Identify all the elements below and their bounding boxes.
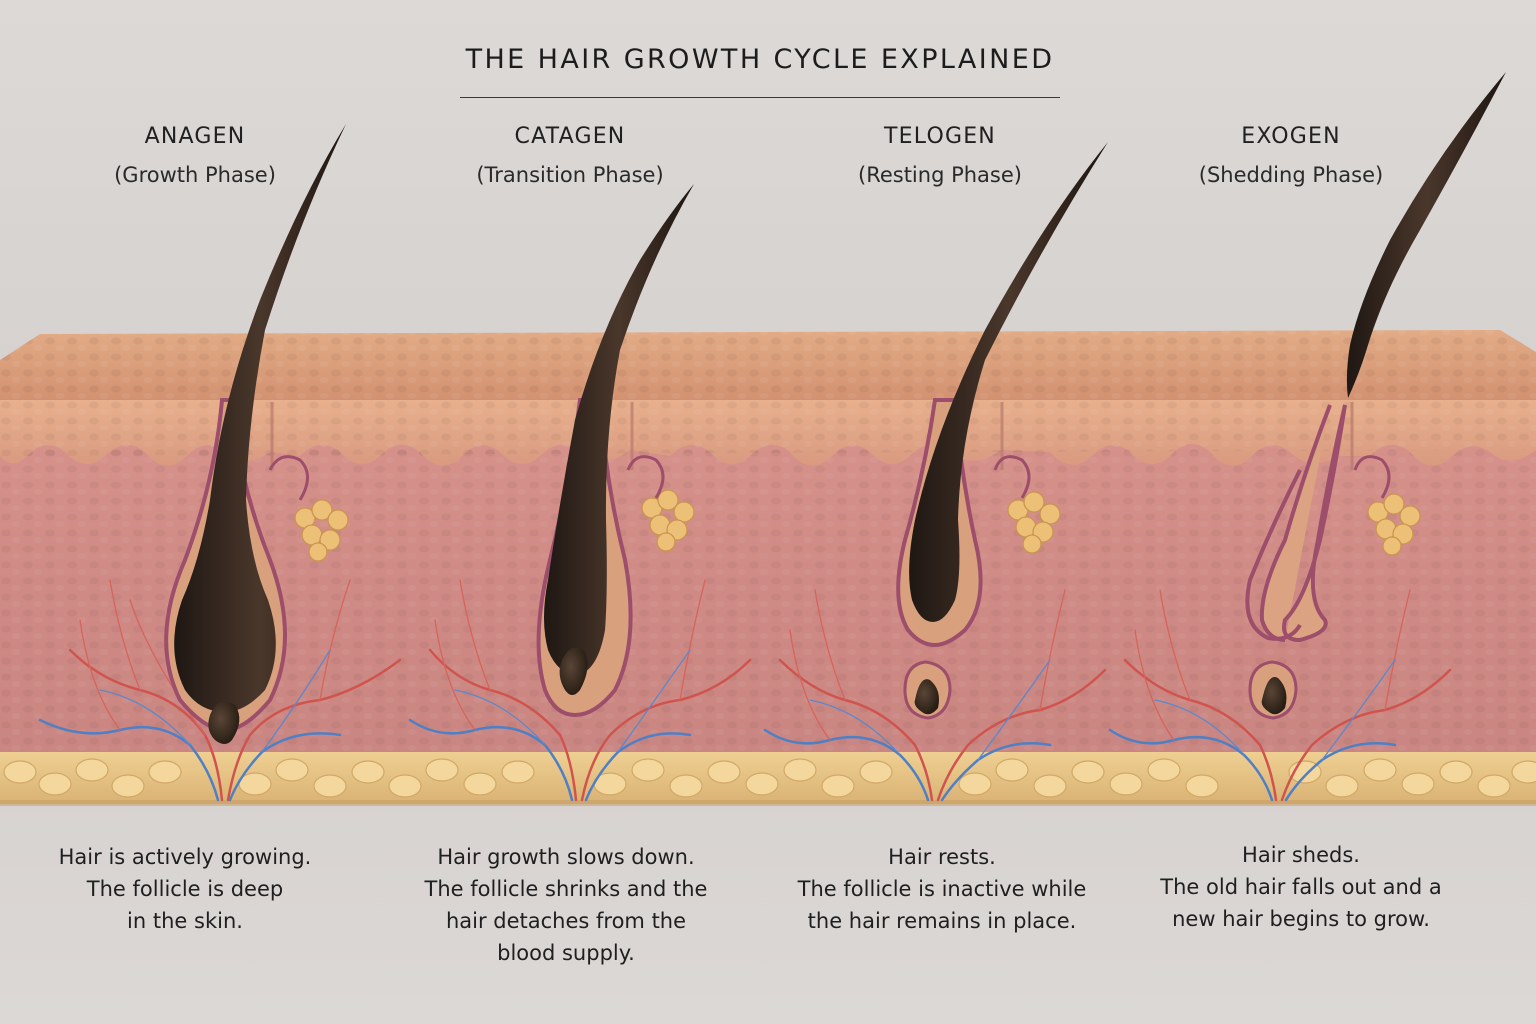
page-title: THE HAIR GROWTH CYCLE EXPLAINED [465, 44, 1055, 75]
phase-subtitle-exogen: (Shedding Phase) [1198, 163, 1384, 187]
hair-shaft-catagen [544, 184, 694, 675]
hair-bulb-telogen [914, 679, 939, 715]
description-line: The follicle is inactive while [797, 877, 1087, 901]
phase-subtitle-catagen: (Transition Phase) [476, 163, 664, 187]
sebaceous-gland-telogen [1007, 491, 1061, 554]
description-line: Hair rests. [888, 845, 996, 869]
empty-follicle-exogen [1259, 404, 1347, 643]
phase-subtitle-telogen: (Resting Phase) [858, 163, 1022, 187]
phase-description-anagen: Hair is actively growing. The follicle i… [5, 841, 365, 937]
phase-name-catagen: CATAGEN [514, 124, 626, 149]
sebaceous-gland-catagen [641, 489, 695, 552]
description-line: new hair begins to grow. [1172, 907, 1430, 931]
phase-heading-exogen: EXOGEN (Shedding Phase) [1141, 124, 1441, 187]
blood-vessels-exogen [1108, 589, 1452, 802]
description-line: The follicle is deep [86, 877, 284, 901]
skin-top-texture [0, 330, 1536, 402]
description-line: hair detaches from the [445, 909, 687, 933]
phase-heading-telogen: TELOGEN (Resting Phase) [790, 124, 1090, 187]
description-line: the hair remains in place. [807, 909, 1077, 933]
phase-description-catagen: Hair growth slows down. The follicle shr… [386, 841, 746, 969]
title-underline [460, 97, 1060, 98]
sebaceous-gland-exogen [1367, 493, 1421, 556]
blood-vessels-telogen [763, 589, 1107, 802]
hair-shaft-anagen [174, 124, 346, 712]
description-line: The follicle shrinks and the [424, 877, 708, 901]
phase-subtitle-anagen: (Growth Phase) [114, 163, 276, 187]
phase-description-telogen: Hair rests. The follicle is inactive whi… [762, 841, 1122, 937]
description-line: in the skin. [127, 909, 243, 933]
hair-shaft-telogen [909, 142, 1108, 622]
hair-bulb-catagen [559, 647, 588, 695]
sebaceous-gland-anagen [294, 499, 349, 562]
phase-heading-catagen: CATAGEN (Transition Phase) [420, 124, 720, 187]
description-line: Hair sheds. [1242, 843, 1360, 867]
description-line: Hair is actively growing. [58, 845, 312, 869]
phase-name-anagen: ANAGEN [144, 124, 246, 149]
phase-description-exogen: Hair sheds. The old hair falls out and a… [1121, 839, 1481, 935]
description-line: The old hair falls out and a [1160, 875, 1442, 899]
phase-name-exogen: EXOGEN [1241, 124, 1341, 149]
phase-heading-anagen: ANAGEN (Growth Phase) [45, 124, 345, 187]
phase-name-telogen: TELOGEN [884, 124, 996, 149]
description-line: Hair growth slows down. [437, 845, 695, 869]
description-line: blood supply. [497, 941, 635, 965]
fat-globules [3, 758, 1536, 798]
blood-vessels-catagen [408, 579, 752, 802]
follicle-loop-exogen [1245, 469, 1302, 641]
new-hair-bulb-exogen [1261, 676, 1287, 715]
blood-vessels-anagen [38, 579, 402, 802]
hair-bulb-anagen [208, 701, 240, 744]
